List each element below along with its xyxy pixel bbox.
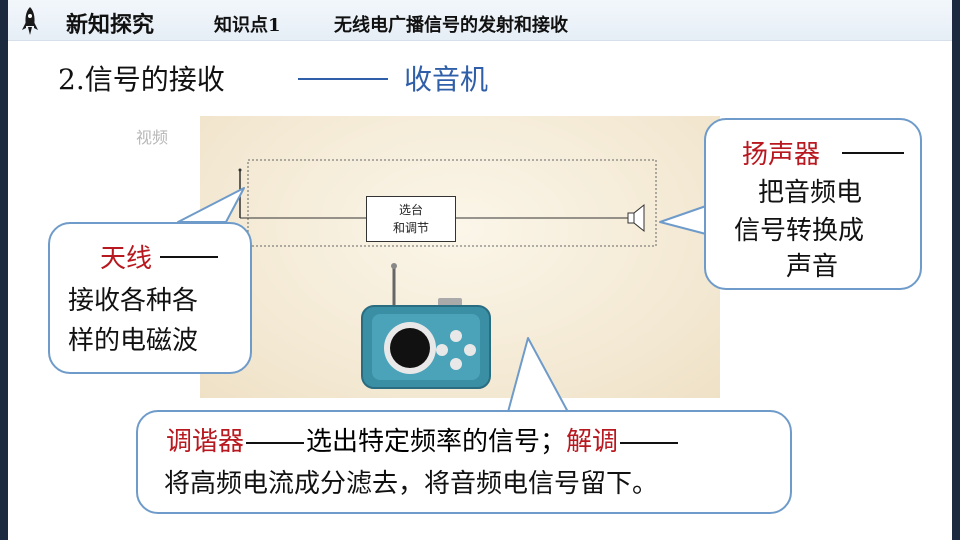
speaker-desc-line1: 把音频电 bbox=[758, 178, 863, 208]
header-topic: 知识点1 bbox=[214, 15, 281, 36]
radio-illustration bbox=[361, 263, 491, 389]
tuner-box-line1: 选台 bbox=[398, 203, 423, 217]
demodulation-dash bbox=[620, 442, 679, 444]
speaker-dash bbox=[842, 152, 904, 154]
header-section: 新知探究 bbox=[66, 12, 155, 38]
header-bar: 新知探究 知识点1 无线电广播信号的发射和接收 bbox=[8, 0, 952, 41]
subtitle-divider bbox=[298, 78, 388, 80]
tuner-term: 调谐器 bbox=[166, 427, 245, 457]
rocket-icon bbox=[22, 7, 38, 35]
tuner-dash bbox=[246, 442, 305, 444]
speaker-desc-line2: 信号转换成 bbox=[734, 216, 865, 246]
header-title: 无线电广播信号的发射和接收 bbox=[334, 15, 568, 36]
page-subtitle: 2.信号的接收 bbox=[58, 63, 225, 96]
video-label[interactable]: 视频 bbox=[136, 128, 169, 147]
antenna-desc-line2: 样的电磁波 bbox=[68, 326, 199, 356]
antenna-desc-line1: 接收各种各 bbox=[68, 286, 199, 316]
tuner-box-line2: 和调节 bbox=[392, 221, 429, 235]
antenna-callout: 天线 接收各种各 样的电磁波 bbox=[48, 222, 252, 374]
speaker-desc-line3: 声音 bbox=[786, 252, 839, 282]
tuner-callout: 调谐器 选出特定频率的信号；解调 将高频电流成分滤去，将音频电信号留下。 bbox=[136, 410, 792, 514]
tuner-callout-row1: 调谐器 选出特定频率的信号；解调 bbox=[166, 424, 680, 460]
callout-pointers bbox=[177, 187, 707, 413]
subtitle-highlight: 收音机 bbox=[404, 63, 489, 96]
demodulation-term: 解调 bbox=[566, 427, 619, 457]
circuit-diagram bbox=[238, 159, 657, 247]
slide: 新知探究 知识点1 无线电广播信号的发射和接收 2.信号的接收 收音机 视频 选… bbox=[8, 0, 952, 540]
tuner-box: 选台 和调节 bbox=[366, 196, 456, 242]
speaker-term: 扬声器 bbox=[742, 140, 821, 170]
demodulation-desc: 将高频电流成分滤去，将音频电信号留下。 bbox=[164, 469, 659, 499]
tuner-desc: 选出特定频率的信号； bbox=[306, 427, 567, 457]
antenna-dash bbox=[160, 256, 218, 258]
circuit-dashed-frame bbox=[247, 159, 657, 247]
antenna-term: 天线 bbox=[100, 244, 153, 274]
speaker-callout: 扬声器 把音频电 信号转换成 声音 bbox=[704, 118, 922, 290]
